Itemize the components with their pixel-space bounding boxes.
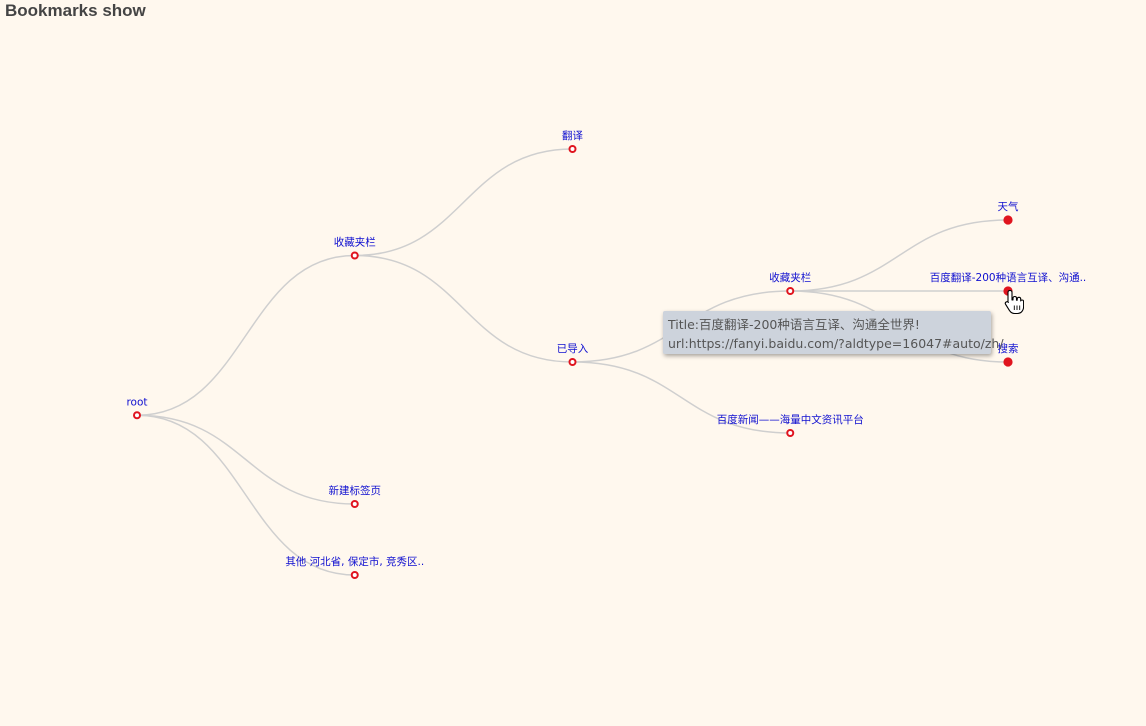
node-circle[interactable] (1003, 215, 1013, 225)
tree-node[interactable]: root (126, 396, 148, 420)
tree-node[interactable]: 其他 河北省, 保定市, 竞秀区.. (285, 555, 424, 579)
tree-node[interactable]: 百度新闻——海量中文资讯平台 (717, 413, 864, 437)
node-label[interactable]: 收藏夹栏 (334, 236, 376, 249)
tree-link (572, 361, 791, 434)
tree-link (790, 219, 1009, 292)
node-circle[interactable] (350, 500, 359, 508)
page-title: Bookmarks show (5, 1, 146, 20)
tree-node[interactable]: 天气 (998, 200, 1019, 225)
node-circle[interactable] (350, 251, 359, 260)
node-label[interactable]: 天气 (998, 200, 1019, 213)
node-label[interactable]: 新建标签页 (329, 484, 382, 497)
node-circle[interactable] (568, 358, 577, 366)
tree-link (136, 414, 355, 505)
tree-link (136, 254, 355, 416)
tree-node[interactable]: 新建标签页 (329, 484, 382, 508)
tooltip-title: Title:百度翻译-200种语言互译、沟通全世界! (668, 317, 920, 332)
node-label[interactable]: 已导入 (557, 343, 589, 355)
tree-node[interactable]: 搜索 (998, 342, 1019, 367)
node-label[interactable]: 百度新闻——海量中文资讯平台 (717, 413, 864, 426)
node-label[interactable]: root (126, 396, 147, 408)
node-circle[interactable] (133, 411, 141, 420)
node-label[interactable]: 搜索 (998, 342, 1019, 355)
node-circle[interactable] (568, 145, 577, 153)
tree-link (354, 148, 573, 257)
tree-node[interactable]: 翻译 (562, 129, 583, 153)
node-label[interactable]: 翻译 (562, 129, 583, 142)
node-label[interactable]: 其他 河北省, 保定市, 竞秀区.. (285, 555, 424, 568)
node-label[interactable]: 收藏夹栏 (769, 271, 811, 284)
tree-node[interactable]: 已导入 (557, 343, 589, 366)
bookmark-tooltip: Title:百度翻译-200种语言互译、沟通全世界! url:https://f… (663, 311, 1004, 354)
tree-link (354, 254, 573, 363)
node-circle[interactable] (786, 429, 795, 437)
node-circle[interactable] (786, 287, 795, 295)
tree-node[interactable]: 收藏夹栏 (334, 236, 376, 260)
tree-link (136, 414, 355, 576)
tooltip-url: url:https://fanyi.baidu.com/?aldtype=160… (668, 336, 1004, 351)
node-circle[interactable] (1003, 357, 1013, 367)
node-label[interactable]: 百度翻译-200种语言互译、沟通.. (930, 271, 1087, 284)
hand-pointer-icon (1004, 289, 1024, 315)
tree-node[interactable]: 收藏夹栏 (769, 271, 811, 295)
node-circle[interactable] (350, 571, 359, 579)
